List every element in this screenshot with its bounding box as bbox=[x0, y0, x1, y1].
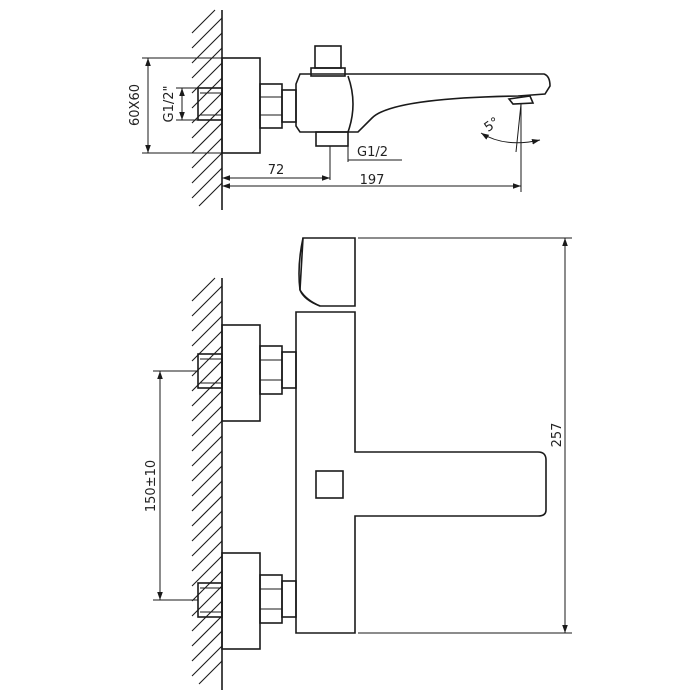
dim-flange-size: 60X60 bbox=[128, 57, 222, 154]
wall-section-top bbox=[191, 9, 223, 210]
dim-total-length: 197 bbox=[222, 152, 522, 192]
control-square-front bbox=[315, 470, 344, 499]
dim-height: 257 bbox=[358, 237, 572, 634]
dim-inlet-thread-label: G1/2" bbox=[162, 86, 177, 123]
inlet-pipe-top bbox=[197, 87, 223, 121]
front-view: 150±10 257 bbox=[144, 237, 572, 690]
upper-flange-front bbox=[221, 324, 261, 422]
diverter-knob-top bbox=[310, 45, 346, 77]
diverter-knob-front bbox=[298, 237, 356, 307]
spout-aerator-top bbox=[507, 95, 535, 105]
wall-flange-top bbox=[221, 57, 261, 154]
connector-top bbox=[281, 89, 297, 123]
dim-inlet-thread: G1/2" bbox=[162, 86, 198, 123]
spout-angle-marker bbox=[480, 103, 541, 153]
dim-outlet-thread-label: G1/2 bbox=[357, 145, 388, 160]
hex-nut-top bbox=[259, 83, 283, 129]
dim-wall-to-outlet: 72 bbox=[222, 163, 330, 181]
outlet-thread-top bbox=[315, 131, 349, 147]
top-view: 60X60 G1/2" G1/2 72 197 5° bbox=[128, 9, 551, 210]
spout-body-top bbox=[295, 73, 551, 133]
dim-outlet-thread: G1/2 bbox=[329, 145, 402, 180]
upper-inlet-front bbox=[197, 324, 297, 422]
faucet-body-front bbox=[295, 311, 547, 634]
lower-inlet-front bbox=[197, 552, 297, 650]
dim-spout-angle-label: 5° bbox=[482, 115, 503, 136]
dim-flange-size-label: 60X60 bbox=[128, 84, 143, 126]
dim-wall-to-outlet-label: 72 bbox=[268, 163, 285, 178]
dim-total-length-label: 197 bbox=[360, 173, 385, 188]
upper-hex-nut-front bbox=[259, 345, 283, 395]
dim-inlet-spacing-label: 150±10 bbox=[144, 460, 159, 512]
wall-section-front bbox=[191, 277, 223, 690]
dim-height-label: 257 bbox=[550, 423, 565, 448]
lower-hex-nut-front bbox=[259, 574, 283, 624]
dim-inlet-spacing: 150±10 bbox=[144, 370, 198, 601]
lower-flange-front bbox=[221, 552, 261, 650]
